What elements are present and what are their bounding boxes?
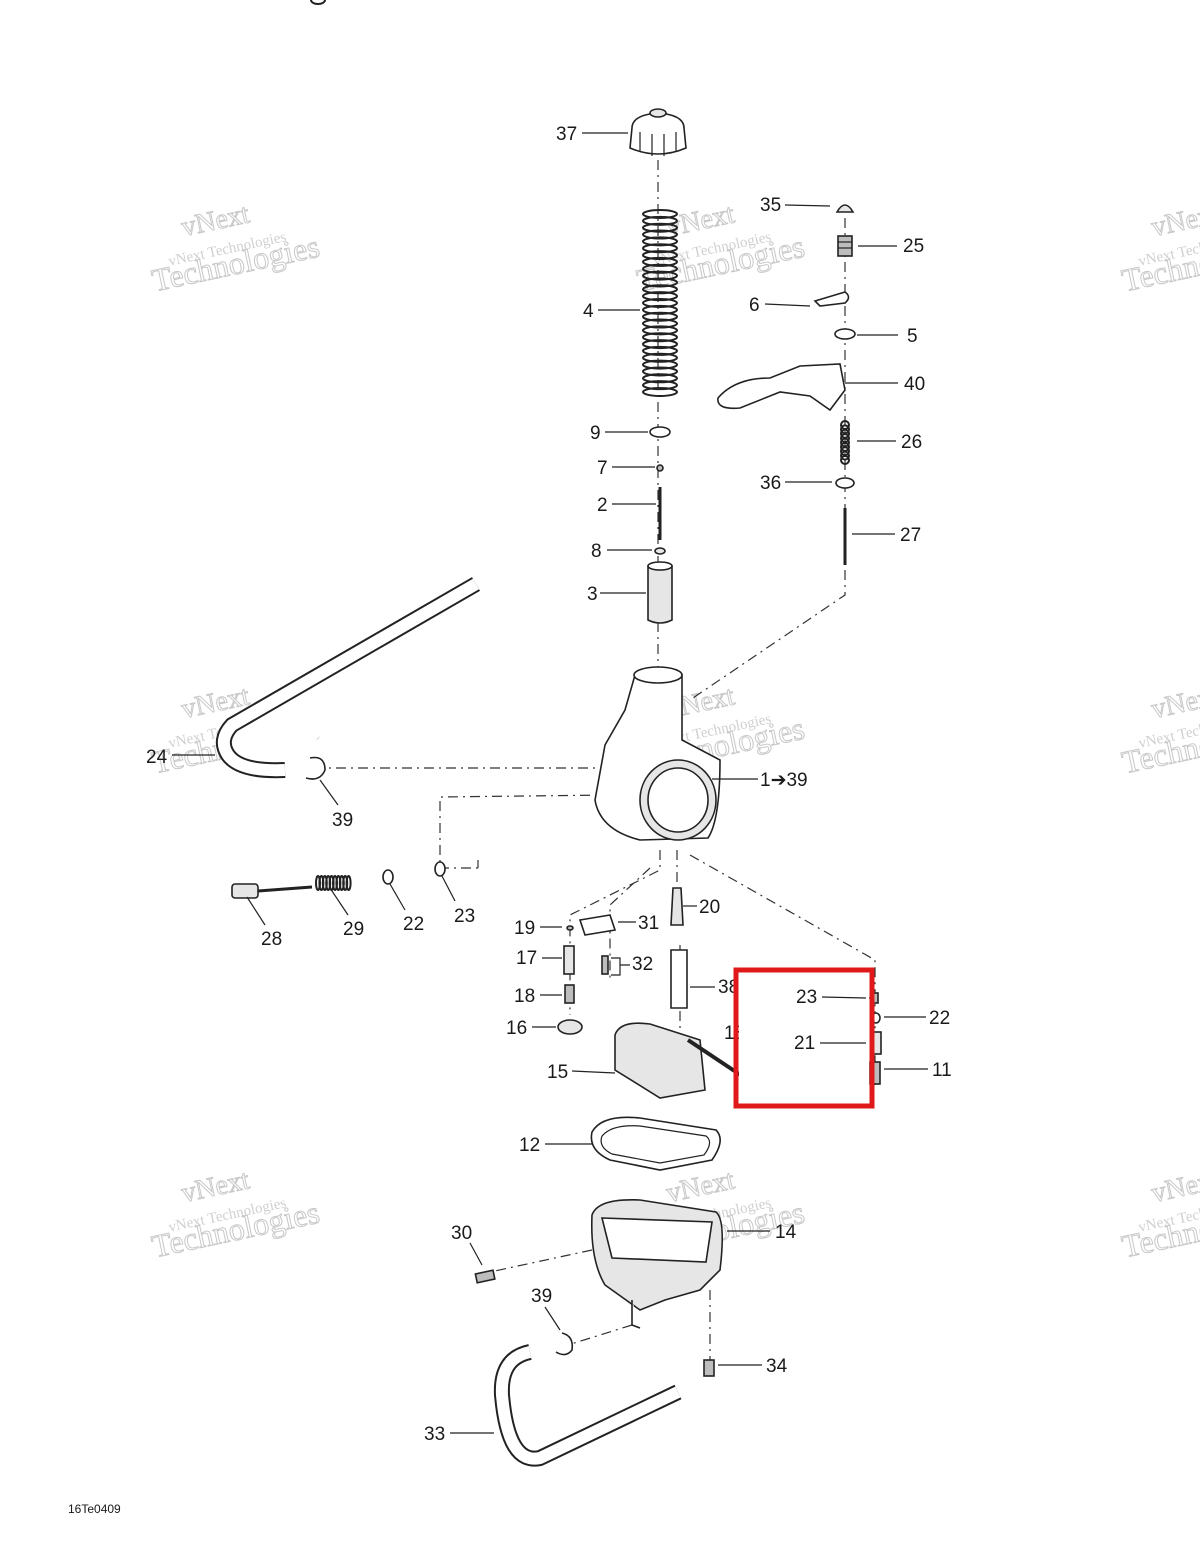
ball-7 (656, 464, 664, 472)
label-27: 27 (900, 525, 921, 546)
spring-26 (840, 420, 850, 465)
svg-text:vNext: vNext (179, 199, 253, 244)
cap-35 (835, 204, 855, 213)
label-28: 28 (261, 929, 282, 950)
watermark-right-bottom: vNext vNext Technologies Technologies (1118, 1164, 1200, 1265)
watermark-right-mid: vNext vNext Technologies Technologies (1118, 680, 1200, 781)
clamp-39b (555, 1332, 574, 1356)
svg-text:vNext: vNext (1149, 199, 1200, 244)
label-26: 26 (901, 432, 922, 453)
jet-20 (670, 887, 684, 926)
label-33: 33 (424, 1424, 445, 1445)
label-11: 11 (932, 1060, 952, 1081)
watermark-center-top: vNext vNext Technologies Technologies (633, 198, 808, 299)
part-labels: 37 35 25 4 6 5 40 9 26 7 36 2 27 8 3 24 … (146, 124, 952, 1445)
label-40: 40 (904, 374, 925, 395)
plate-31 (578, 914, 617, 936)
label-31: 31 (638, 913, 659, 934)
plug-16 (557, 1019, 583, 1035)
washer-5 (834, 328, 856, 340)
label-23-right: 23 (796, 987, 817, 1008)
label-4: 4 (583, 301, 594, 322)
svg-text:vNext: vNext (1149, 681, 1200, 726)
screw-25 (837, 235, 853, 257)
label-12: 12 (519, 1135, 540, 1156)
label-39-lower: 39 (531, 1286, 552, 1307)
assembly-lines (318, 160, 876, 1365)
highlight-box-fill (739, 973, 869, 1103)
label-1-39: 1➔39 (760, 770, 808, 791)
lever-40 (717, 363, 846, 412)
ring-8 (654, 547, 666, 555)
label-3: 3 (587, 584, 598, 605)
hose-33 (493, 1344, 682, 1467)
label-25: 25 (903, 236, 924, 257)
svg-text:Technologies: Technologies (149, 228, 323, 299)
float-bowl-14 (590, 1198, 724, 1329)
watermark-left-top: vNext vNext Technologies Technologies (148, 198, 323, 299)
cap-37 (629, 108, 687, 156)
label-18: 18 (514, 986, 535, 1007)
label-6: 6 (749, 295, 760, 316)
label-22-left: 22 (403, 914, 424, 935)
screw-28 (231, 883, 313, 899)
label-32: 32 (632, 954, 653, 975)
svg-text:Technologies: Technologies (149, 1194, 323, 1265)
label-5: 5 (907, 326, 918, 347)
label-2: 2 (597, 495, 608, 516)
label-23-left: 23 (454, 906, 475, 927)
pin-13 (686, 1038, 744, 1078)
label-30: 30 (451, 1223, 472, 1244)
svg-text:vNext: vNext (179, 1165, 253, 1210)
washer-22a (382, 869, 394, 885)
label-20: 20 (699, 897, 720, 918)
label-17: 17 (516, 948, 537, 969)
leader-lines (172, 132, 928, 1434)
label-37: 37 (556, 124, 577, 145)
label-29: 29 (343, 919, 364, 940)
label-19: 19 (514, 918, 535, 939)
gasket-12 (590, 1116, 721, 1171)
watermark-left-bottom: vNext vNext Technologies Technologies (148, 1164, 323, 1265)
label-9: 9 (590, 423, 601, 444)
spring-4 (642, 209, 678, 397)
label-24: 24 (146, 747, 168, 768)
label-36: 36 (760, 473, 781, 494)
slide-3 (647, 561, 673, 624)
svg-text:vNext: vNext (664, 1165, 738, 1210)
label-22-right: 22 (929, 1008, 950, 1029)
label-39-upper: 39 (332, 810, 353, 831)
label-34: 34 (766, 1356, 788, 1377)
jet-17 (563, 945, 575, 975)
clamp-39a (305, 756, 326, 780)
label-7: 7 (597, 458, 608, 479)
label-16: 16 (506, 1018, 527, 1039)
float-15 (614, 1022, 706, 1099)
jet-19 (566, 925, 574, 931)
spring-29 (310, 0, 352, 891)
label-15: 15 (547, 1062, 568, 1083)
clip-9 (649, 426, 671, 438)
washer-36 (835, 477, 855, 489)
carburetor-body (594, 666, 721, 841)
label-8: 8 (591, 541, 602, 562)
screw-32 (601, 955, 609, 975)
screw-34 (703, 1359, 715, 1377)
plate-6 (813, 291, 850, 307)
label-35: 35 (760, 195, 781, 216)
svg-text:vNext: vNext (1149, 1165, 1200, 1210)
watermark-right-top: vNext vNext Technologies Technologies (1118, 198, 1200, 299)
highlight-box (733, 967, 875, 1109)
screw-30 (474, 1269, 496, 1284)
figure-code: 16Te0409 (68, 1502, 121, 1516)
label-21: 21 (794, 1033, 815, 1054)
label-14: 14 (775, 1222, 797, 1243)
hose-24 (215, 577, 481, 779)
needle-valve-38 (670, 949, 688, 1009)
ring-23a (434, 861, 446, 877)
jet-18 (564, 984, 575, 1004)
highlight-contents: 23 21 (794, 987, 867, 1054)
